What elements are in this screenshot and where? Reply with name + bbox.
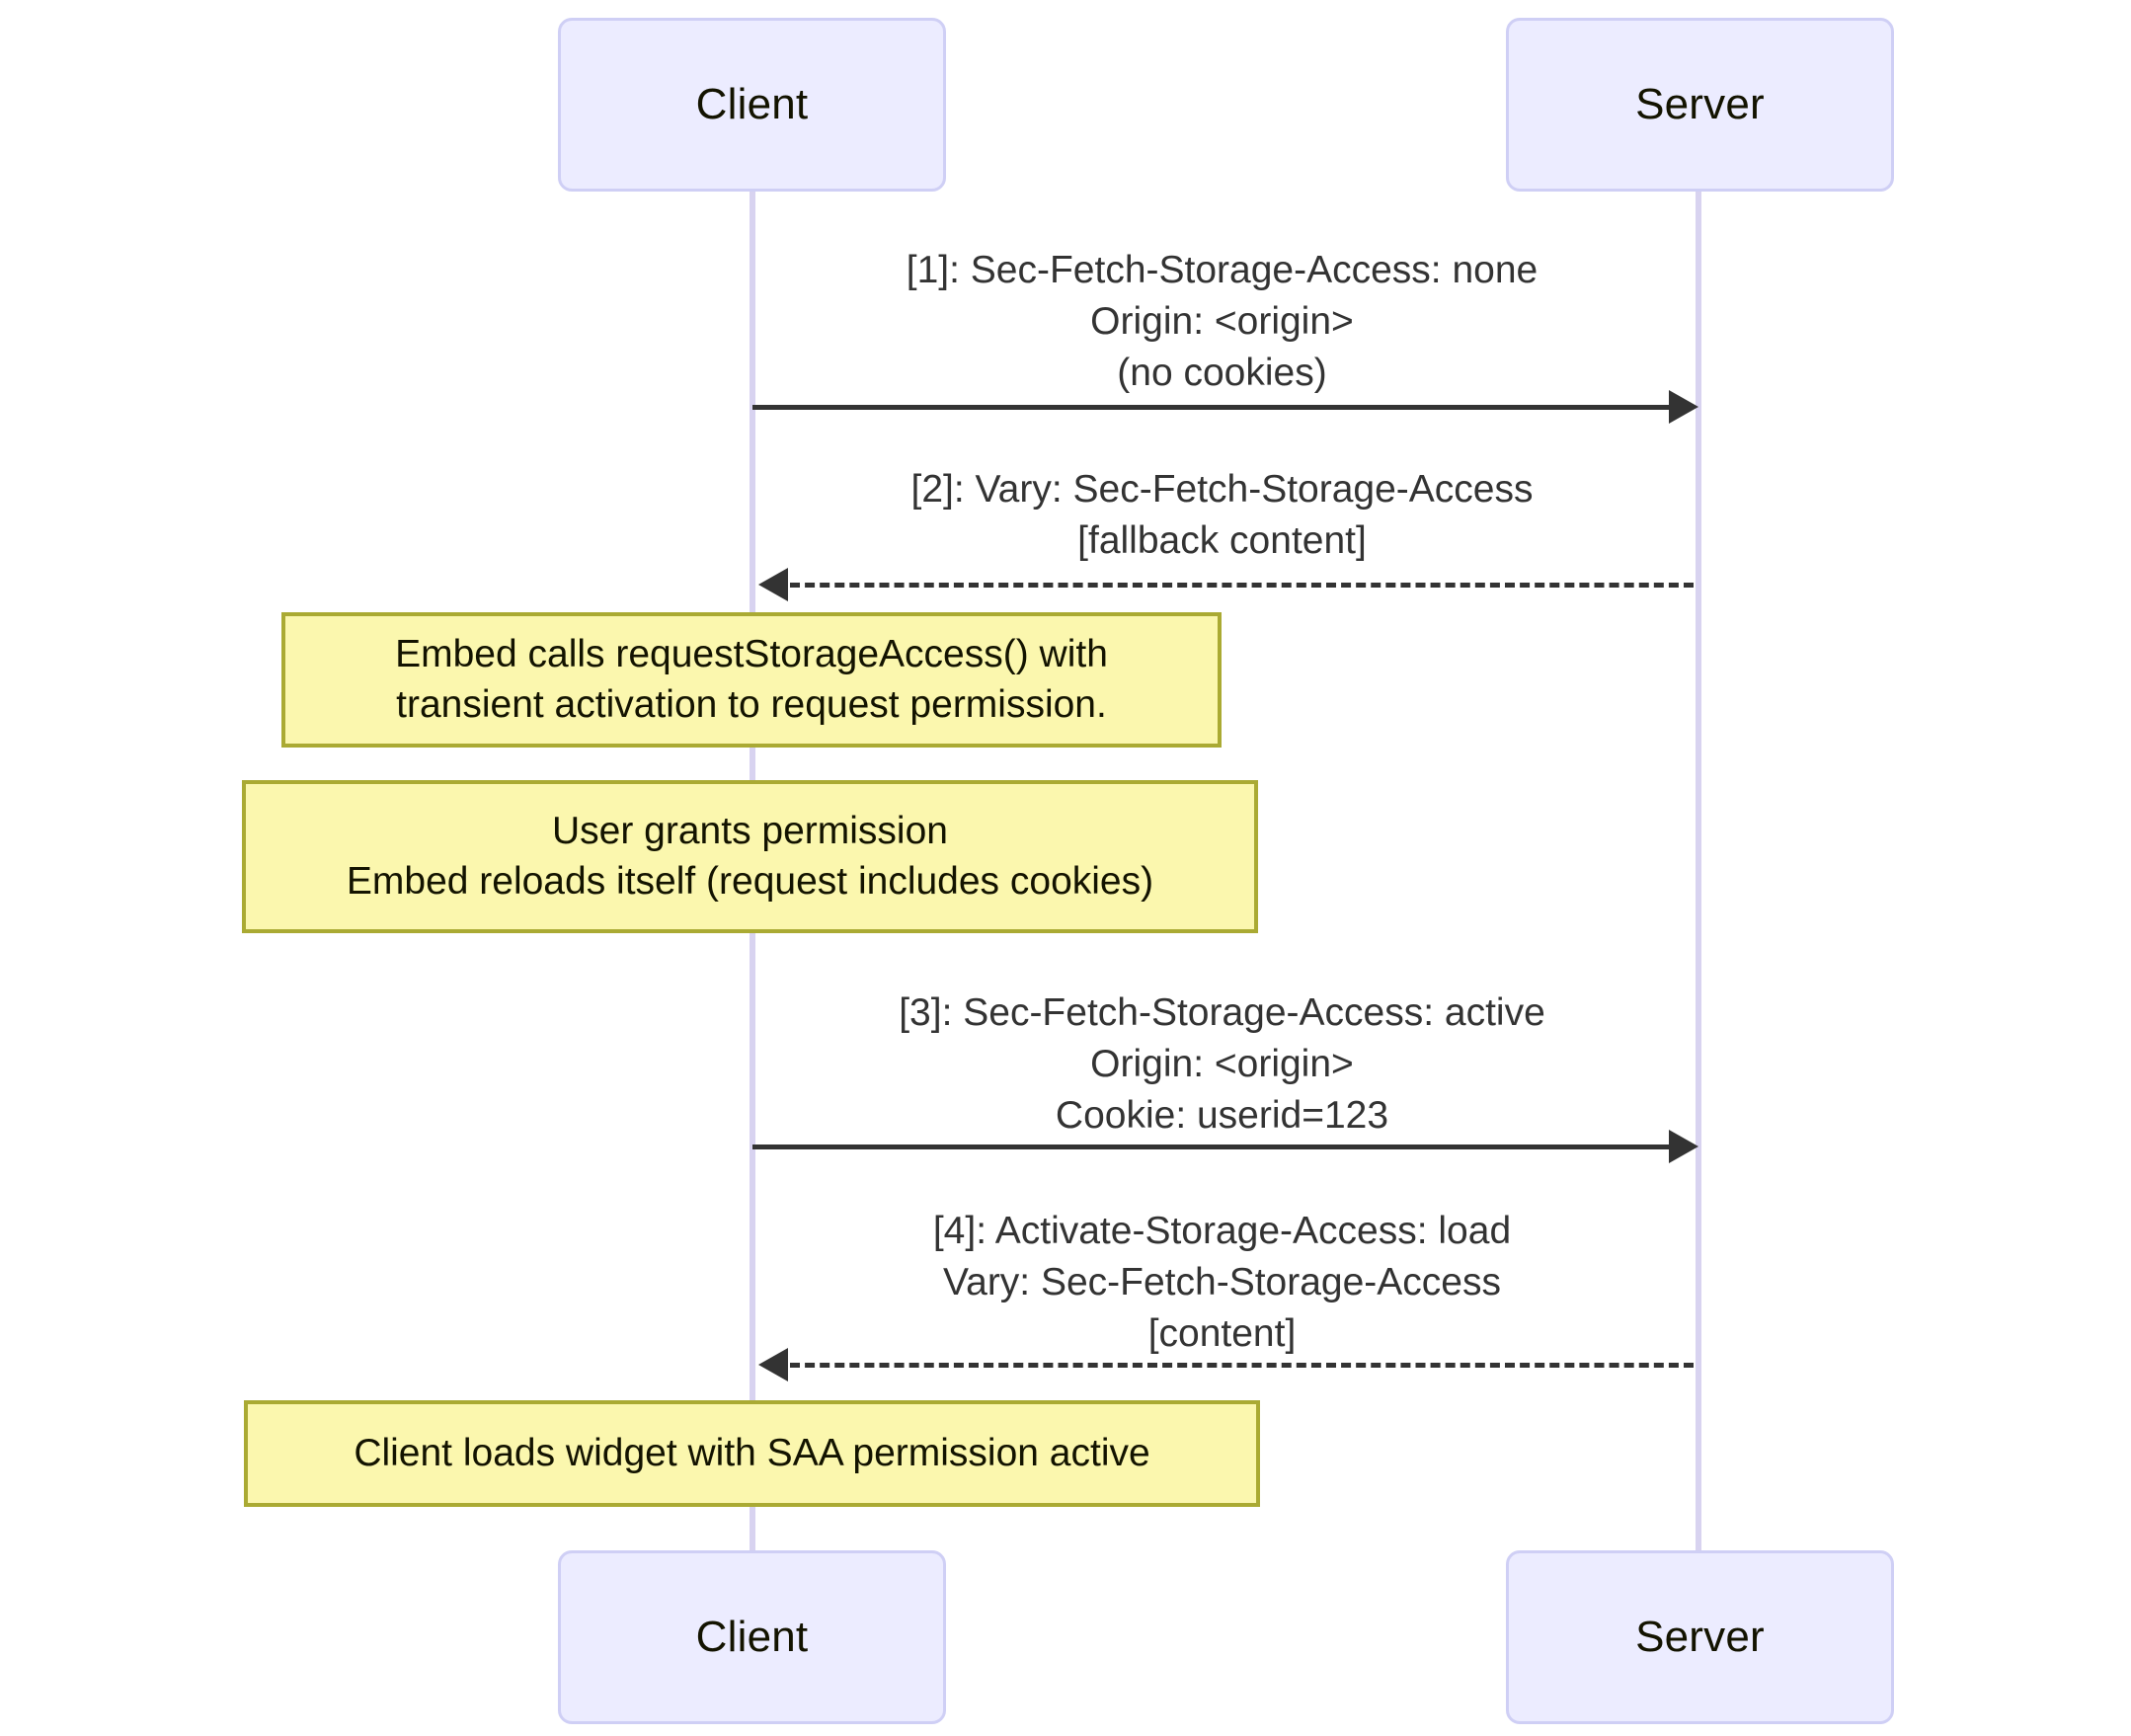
actor-label-server-top: Server (1635, 80, 1765, 128)
message-4-text: [4]: Activate-Storage-Access: load Vary:… (932, 1210, 1512, 1355)
note-box-2: User grants permission Embed reloads its… (242, 780, 1258, 933)
actor-box-client-top[interactable]: Client (558, 18, 946, 192)
message-3-text: [3]: Sec-Fetch-Storage-Access: active Or… (899, 991, 1545, 1137)
actor-label-client-bottom: Client (695, 1613, 809, 1661)
actor-box-server-bottom[interactable]: Server (1506, 1550, 1894, 1724)
actor-box-server-top[interactable]: Server (1506, 18, 1894, 192)
actor-label-server-bottom: Server (1635, 1613, 1765, 1661)
message-4-arrow-head (758, 1348, 788, 1381)
message-3-arrow-line (752, 1144, 1691, 1149)
message-2-arrow-line (790, 583, 1694, 588)
note-3-text: Client loads widget with SAA permission … (354, 1431, 1150, 1474)
message-2-arrow-head (758, 568, 788, 601)
message-1-arrow-head (1669, 390, 1698, 424)
note-box-1: Embed calls requestStorageAccess() with … (281, 612, 1222, 748)
note-1-text: Embed calls requestStorageAccess() with … (395, 632, 1108, 726)
message-1-text: [1]: Sec-Fetch-Storage-Access: none Orig… (906, 249, 1539, 394)
actor-label-client-top: Client (695, 80, 809, 128)
actor-box-client-bottom[interactable]: Client (558, 1550, 946, 1724)
note-box-3: Client loads widget with SAA permission … (244, 1400, 1260, 1507)
message-4-arrow-line (790, 1363, 1694, 1368)
note-2-text: User grants permission Embed reloads its… (346, 809, 1154, 903)
message-2-text: [2]: Vary: Sec-Fetch-Storage-Access [fal… (910, 468, 1534, 562)
message-1-arrow-line (752, 405, 1691, 410)
message-3-arrow-head (1669, 1130, 1698, 1163)
lifeline-server (1696, 190, 1701, 1552)
